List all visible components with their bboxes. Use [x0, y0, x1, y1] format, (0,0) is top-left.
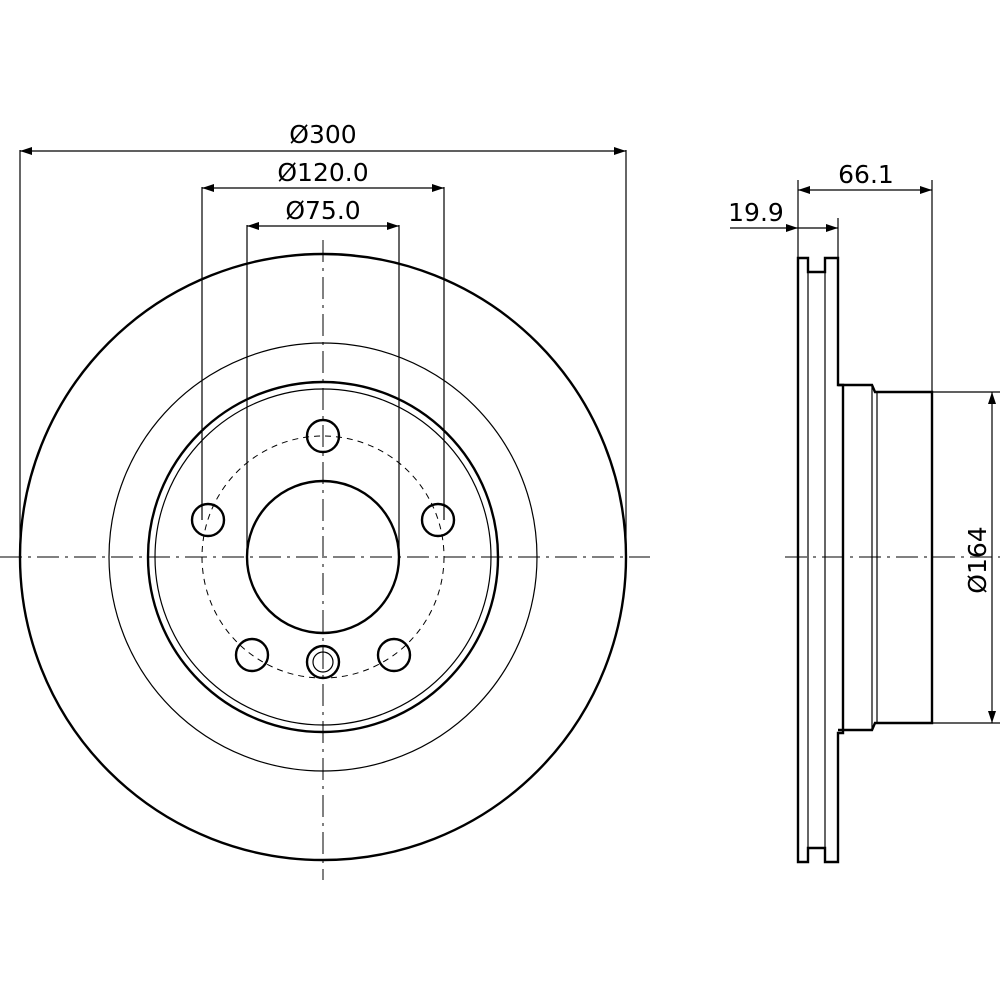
hat-inner-edge [154, 388, 492, 726]
hat-outer-edge [146, 380, 500, 734]
bolt-hole [376, 637, 412, 673]
bolt-circle-label: Ø120.0 [277, 158, 368, 187]
dimension-center-bore: Ø75.0 [246, 196, 400, 557]
disc-thickness-label: 19.9 [728, 198, 784, 227]
hat-diameter-label: Ø164 [963, 526, 992, 593]
bolt-hole [190, 502, 226, 538]
bolt-hole [420, 502, 456, 538]
dimension-hat-diameter: Ø164 [932, 391, 1000, 724]
front-view: Ø300 Ø120.0 Ø75.0 [0, 120, 650, 880]
disc-profile-outer [796, 256, 845, 864]
bolt-hole [305, 418, 341, 454]
bolt-hole [234, 637, 270, 673]
bolt-holes [190, 418, 456, 673]
side-view: 66.1 19.9 Ø164 [728, 160, 1000, 864]
overall-height-label: 66.1 [838, 160, 894, 189]
locating-hole [305, 644, 341, 680]
dimension-overall-height: 66.1 [797, 160, 933, 392]
outer-disc-edge [18, 252, 628, 862]
dimension-outer-diameter: Ø300 [19, 120, 627, 545]
friction-ring-inner-edge [108, 342, 538, 772]
outer-diameter-label: Ø300 [289, 120, 356, 149]
dimension-disc-thickness: 19.9 [728, 198, 839, 258]
dimension-bolt-circle: Ø120.0 [201, 158, 445, 520]
center-bore-label: Ø75.0 [285, 196, 360, 225]
